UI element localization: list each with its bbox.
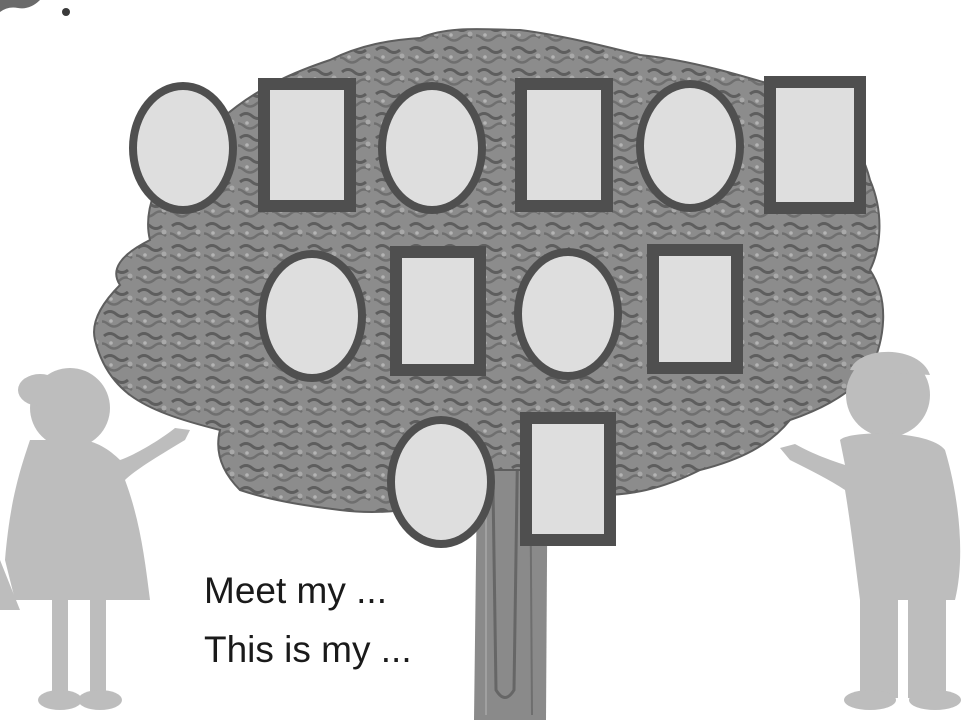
frame-rectangle — [390, 246, 486, 376]
frame-rectangle — [764, 76, 866, 214]
corner-mark — [0, 0, 40, 12]
frame-oval — [636, 80, 744, 212]
frame-oval — [378, 82, 486, 214]
frame-rectangle — [515, 78, 613, 212]
frame-oval — [387, 416, 495, 548]
frame-oval — [258, 250, 366, 382]
frame-rectangle — [258, 78, 356, 212]
girl-silhouette — [0, 368, 190, 710]
frame-rectangle — [520, 412, 616, 546]
frame-oval — [514, 248, 622, 380]
frame-rectangle — [647, 244, 743, 374]
caption-meet-my: Meet my ... — [204, 572, 387, 609]
corner-dot — [62, 8, 70, 16]
caption-this-is-my: This is my ... — [204, 631, 412, 668]
frame-oval — [129, 82, 237, 214]
